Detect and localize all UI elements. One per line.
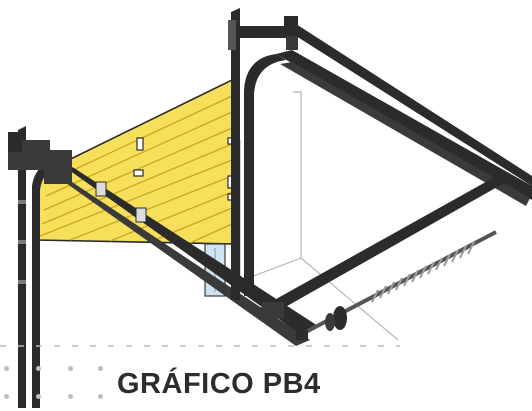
figure-caption: GRÁFICO PB4: [117, 368, 321, 400]
decor-dot: [4, 394, 9, 399]
decor-dot: [4, 366, 9, 371]
spring-icon: [296, 230, 497, 340]
decor-dot: [68, 394, 73, 399]
right-horizontal-track: [246, 24, 532, 206]
decor-dot: [36, 394, 41, 399]
brackets-icon: [8, 16, 298, 152]
cross-bar: [260, 174, 506, 318]
decor-dot: [98, 366, 103, 371]
door-panel-grooves: [39, 95, 233, 244]
decor-dot: [68, 366, 73, 371]
decor-dot: [98, 394, 103, 399]
wall-outline: [229, 91, 399, 341]
decor-dot: [36, 366, 41, 371]
right-vertical-track: [228, 8, 298, 300]
